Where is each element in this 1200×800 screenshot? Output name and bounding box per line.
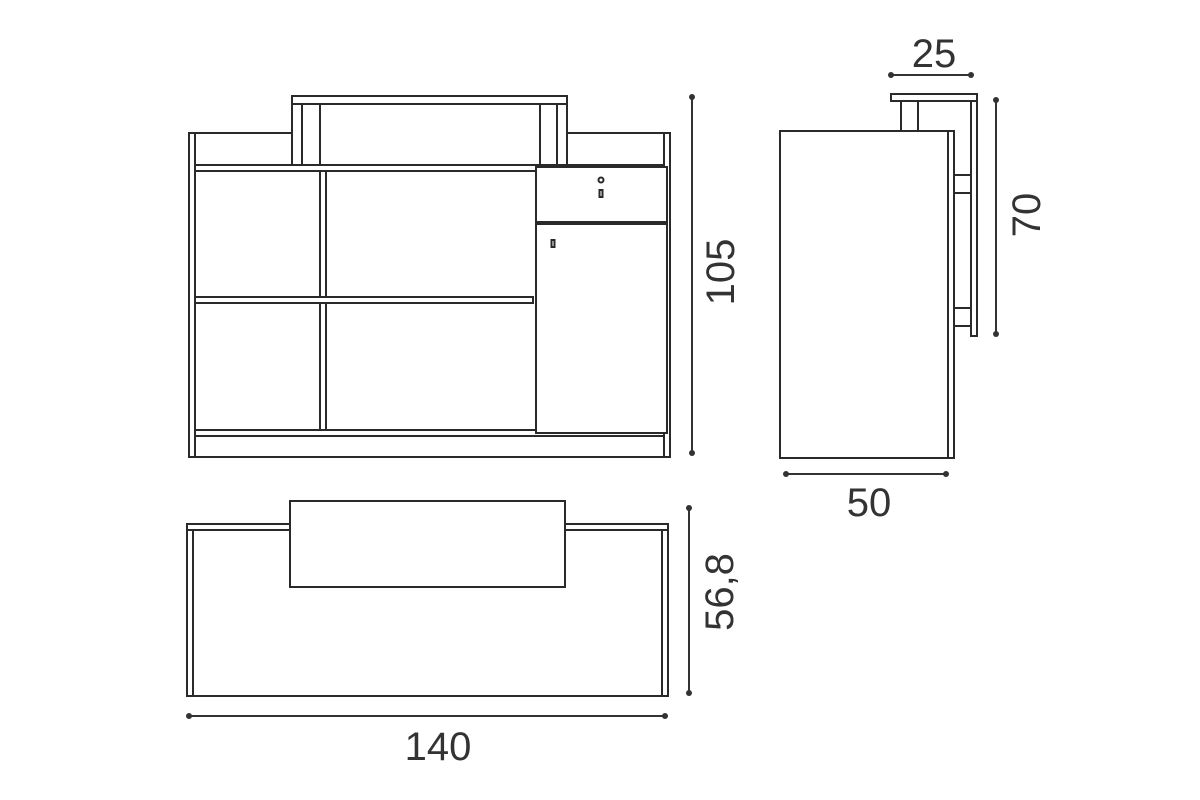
top-right-post: [661, 529, 669, 697]
side-body: [779, 130, 949, 459]
right-back-panel: [566, 132, 665, 166]
raised-top-cap: [291, 95, 568, 105]
side-view: 25 70 50: [779, 32, 1049, 525]
depth-label: 50: [847, 481, 892, 525]
raised-right-post-inner: [539, 103, 558, 166]
top-left-post: [186, 529, 194, 697]
top-depth-label: 25: [912, 32, 957, 76]
top-raised-counter: [289, 500, 566, 588]
raised-left-post-outer: [291, 103, 303, 166]
plinth: [194, 435, 665, 458]
drawer-front: [535, 166, 668, 223]
top-height-label: 70: [1005, 193, 1049, 238]
lock-icon: [597, 176, 605, 184]
left-back-panel: [194, 132, 293, 166]
raised-left-post-inner: [301, 103, 321, 166]
side-top-cap: [890, 93, 978, 102]
cabinet-door: [535, 223, 668, 434]
raised-right-post-outer: [556, 103, 568, 166]
side-strip: [947, 130, 955, 459]
side-rail-upper: [953, 174, 972, 194]
side-top-post: [900, 100, 919, 132]
height-label: 105: [699, 239, 743, 306]
side-rail-lower: [953, 307, 972, 327]
side-back-panel: [970, 100, 978, 337]
top-view-depth-label: 56,8: [698, 553, 742, 631]
front-view: 105: [188, 94, 743, 458]
top-view: 56,8 140: [186, 500, 742, 769]
middle-shelf: [194, 296, 534, 304]
drawer-handle: [598, 189, 604, 198]
width-label: 140: [405, 725, 472, 769]
door-handle: [550, 239, 556, 248]
